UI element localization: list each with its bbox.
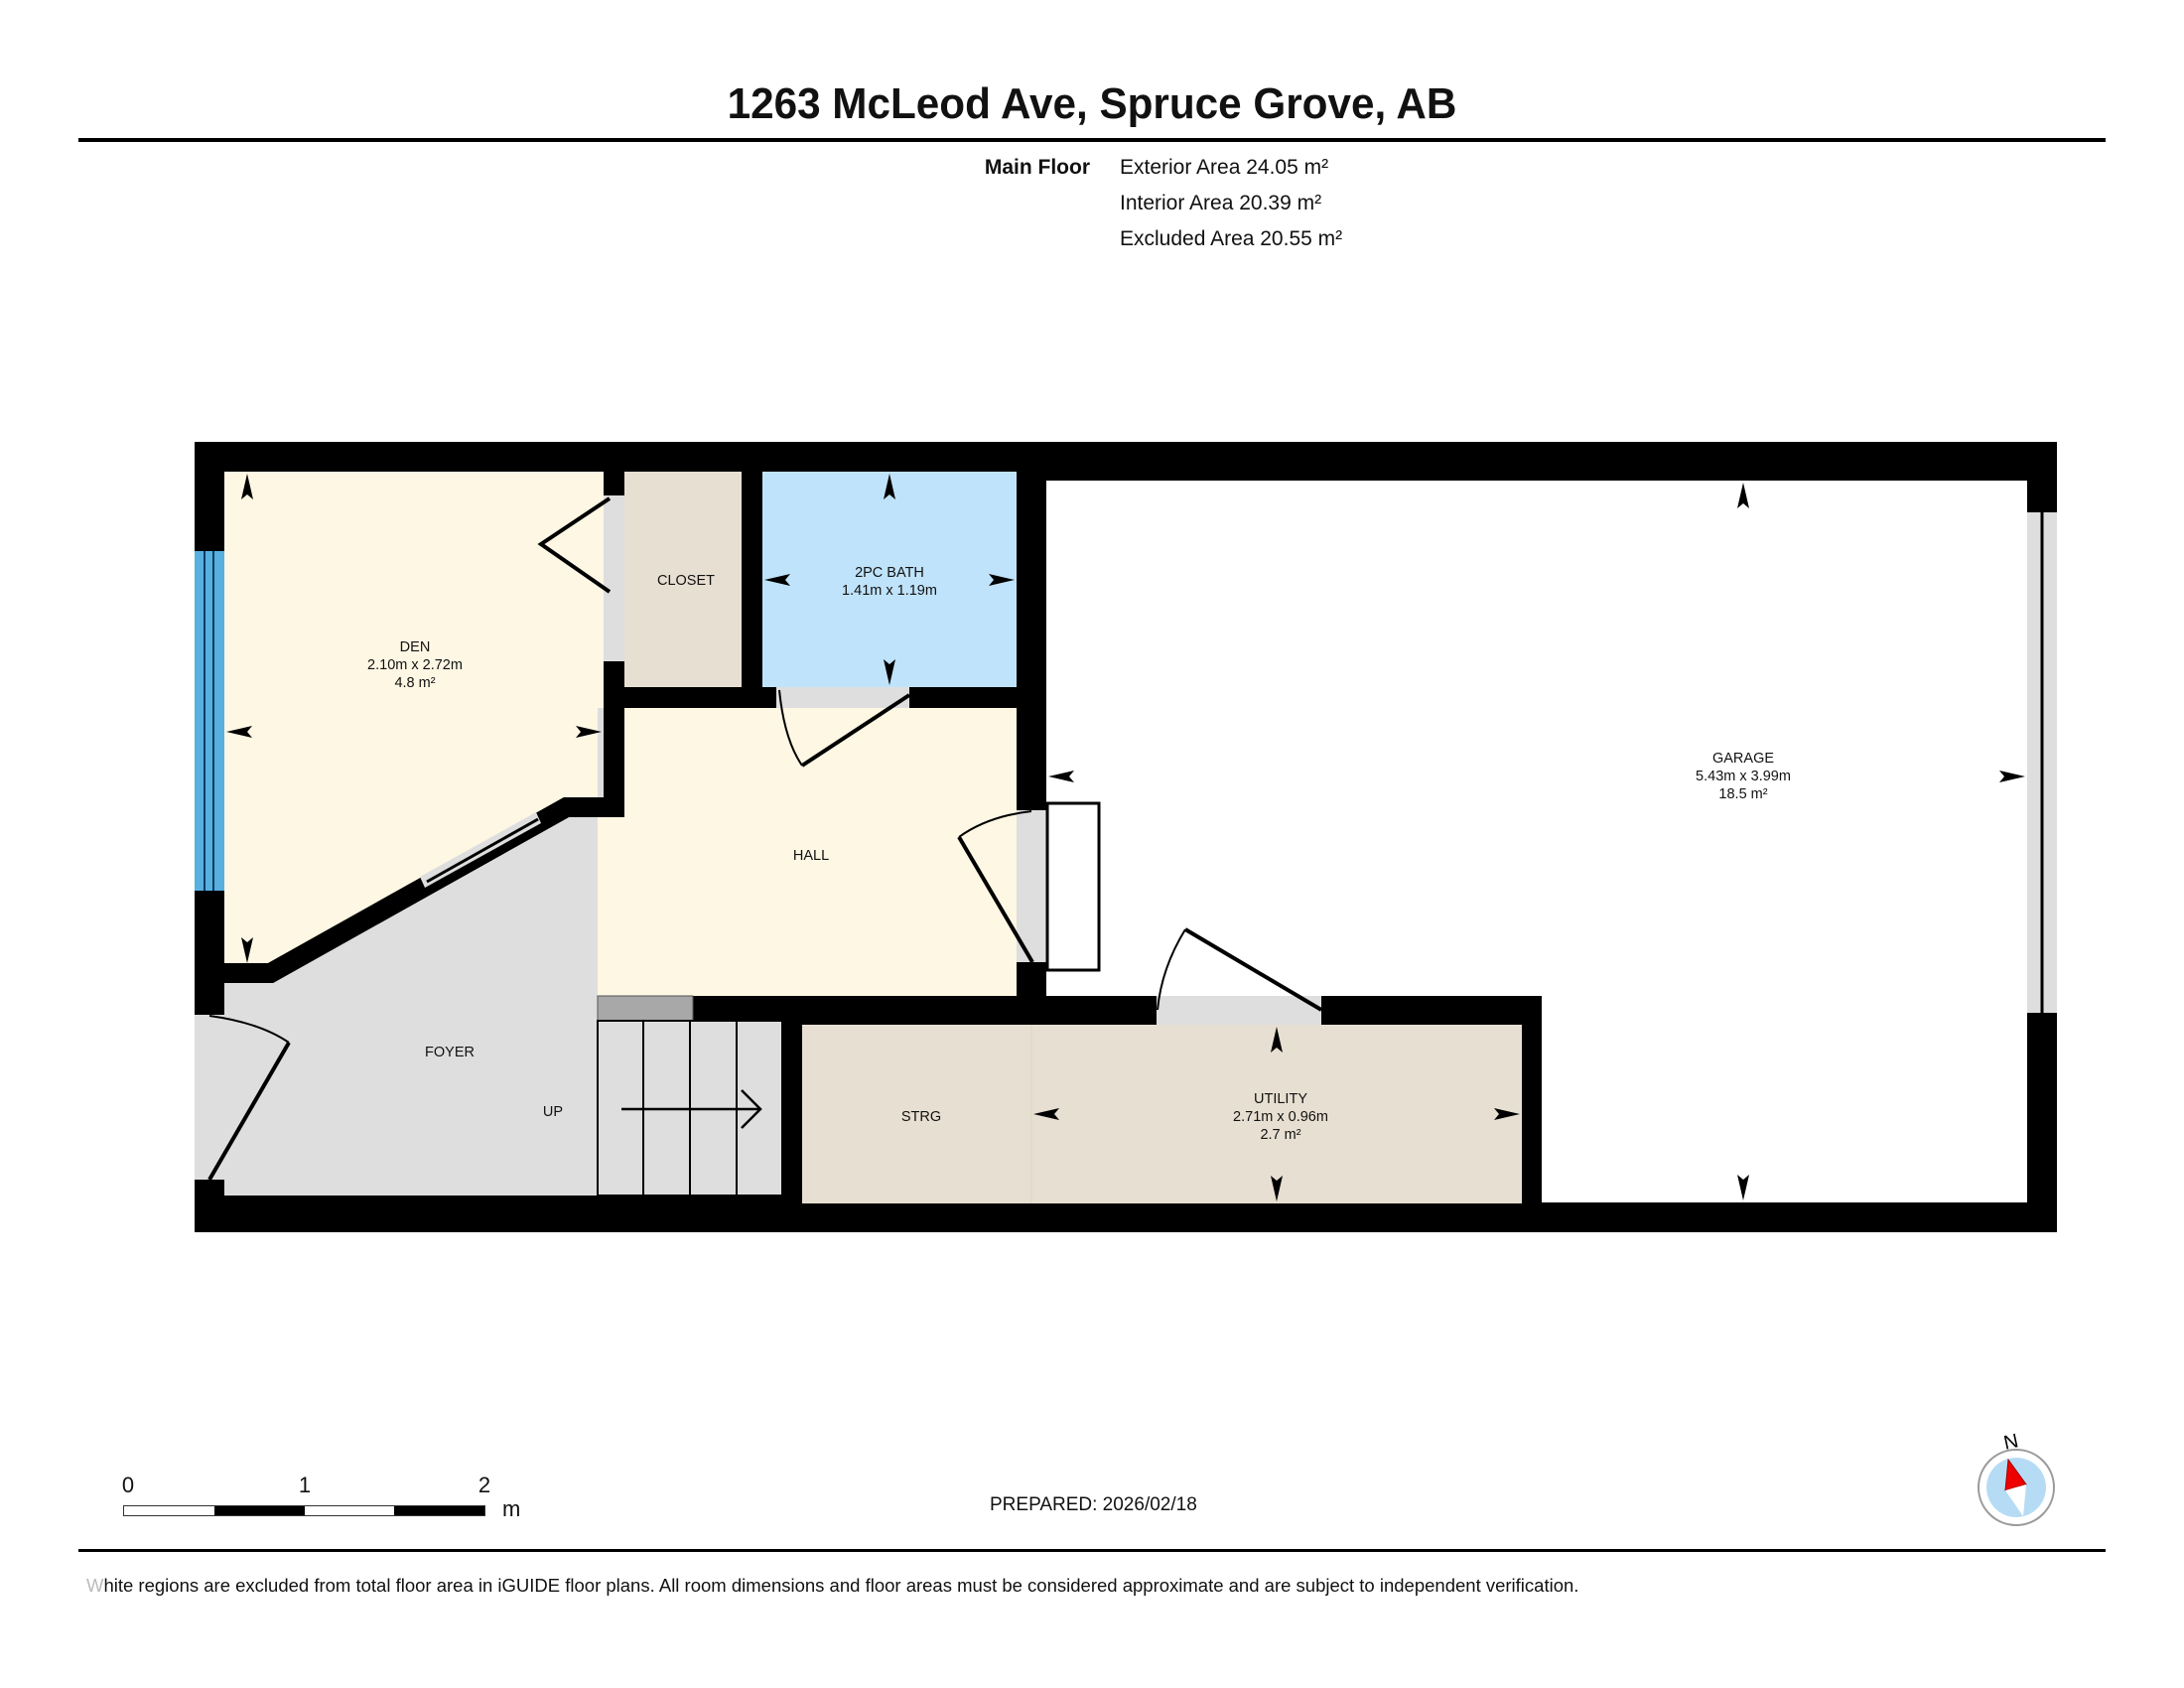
scale-tick-0: 0 — [121, 1473, 135, 1497]
garage-dims: 5.43m x 3.99m — [1696, 769, 1791, 784]
garage-step — [1045, 801, 1101, 972]
garage-area: 18.5 m² — [1718, 786, 1768, 802]
room-2pc-bath — [762, 472, 1017, 687]
front-door — [195, 1015, 224, 1180]
header-rule — [78, 138, 2106, 142]
bath-door — [776, 687, 909, 708]
utility-dims: 2.71m x 0.96m — [1233, 1109, 1328, 1125]
bath-name: 2PC BATH — [855, 565, 924, 581]
bath-label: 2PC BATH 1.41m x 1.19m — [842, 564, 937, 600]
excluded-area: Excluded Area 20.55 m² — [1120, 227, 1343, 250]
floor-name: Main Floor — [984, 156, 1090, 179]
utility-area: 2.7 m² — [1260, 1127, 1301, 1143]
den-name: DEN — [399, 639, 431, 655]
garage-name: GARAGE — [1711, 751, 1775, 767]
hall-label: HALL — [792, 848, 830, 864]
room-foyer — [224, 708, 624, 1196]
diagonal-wall — [224, 797, 604, 983]
foyer-label: FOYER — [425, 1045, 475, 1060]
den-dims: 2.10m x 2.72m — [367, 657, 463, 673]
den-window — [195, 551, 224, 891]
bath-dims: 1.41m x 1.19m — [842, 583, 937, 599]
scale-unit: m — [502, 1496, 521, 1521]
dimension-arrows — [226, 474, 2025, 1201]
exterior-area: Exterior Area 24.05 m² — [1120, 156, 1329, 179]
scale-bar — [123, 1505, 485, 1516]
room-storage — [802, 1025, 1031, 1203]
room-closet — [624, 472, 742, 687]
closet-door — [604, 495, 624, 661]
stair-landing — [597, 995, 694, 1022]
hall-garage-door — [1017, 810, 1046, 962]
garage-label: GARAGE 5.43m x 3.99m 18.5 m² — [1696, 750, 1791, 803]
disclaimer: White regions are excluded from total fl… — [86, 1575, 1578, 1597]
compass-icon: N — [1978, 1430, 2055, 1526]
den-area: 4.8 m² — [394, 675, 436, 691]
stair-direction-arrow-icon — [621, 1089, 762, 1129]
utility-door — [1157, 996, 1321, 1025]
compass-north-label: N — [2002, 1430, 2021, 1455]
disclaimer-first-letter: W — [86, 1575, 104, 1596]
footer-rule — [78, 1549, 2106, 1552]
closet-label: CLOSET — [656, 573, 716, 589]
page-title: 1263 McLeod Ave, Spruce Grove, AB — [727, 79, 1457, 128]
scale-tick-1: 1 — [298, 1473, 312, 1497]
storage-label: STRG — [900, 1109, 942, 1125]
room-den — [224, 472, 604, 963]
room-utility — [1031, 1025, 1522, 1203]
interior-area: Interior Area 20.39 m² — [1120, 192, 1322, 214]
disclaimer-text: hite regions are excluded from total flo… — [103, 1575, 1579, 1596]
scale-tick-2: 2 — [478, 1473, 491, 1497]
den-label: DEN 2.10m x 2.72m 4.8 m² — [367, 638, 463, 692]
utility-name: UTILITY — [1254, 1091, 1307, 1107]
stairs-up-label: UP — [542, 1104, 564, 1120]
prepared-date: PREPARED: 2026/02/18 — [990, 1494, 1197, 1515]
utility-label: UTILITY 2.71m x 0.96m 2.7 m² — [1233, 1090, 1328, 1144]
